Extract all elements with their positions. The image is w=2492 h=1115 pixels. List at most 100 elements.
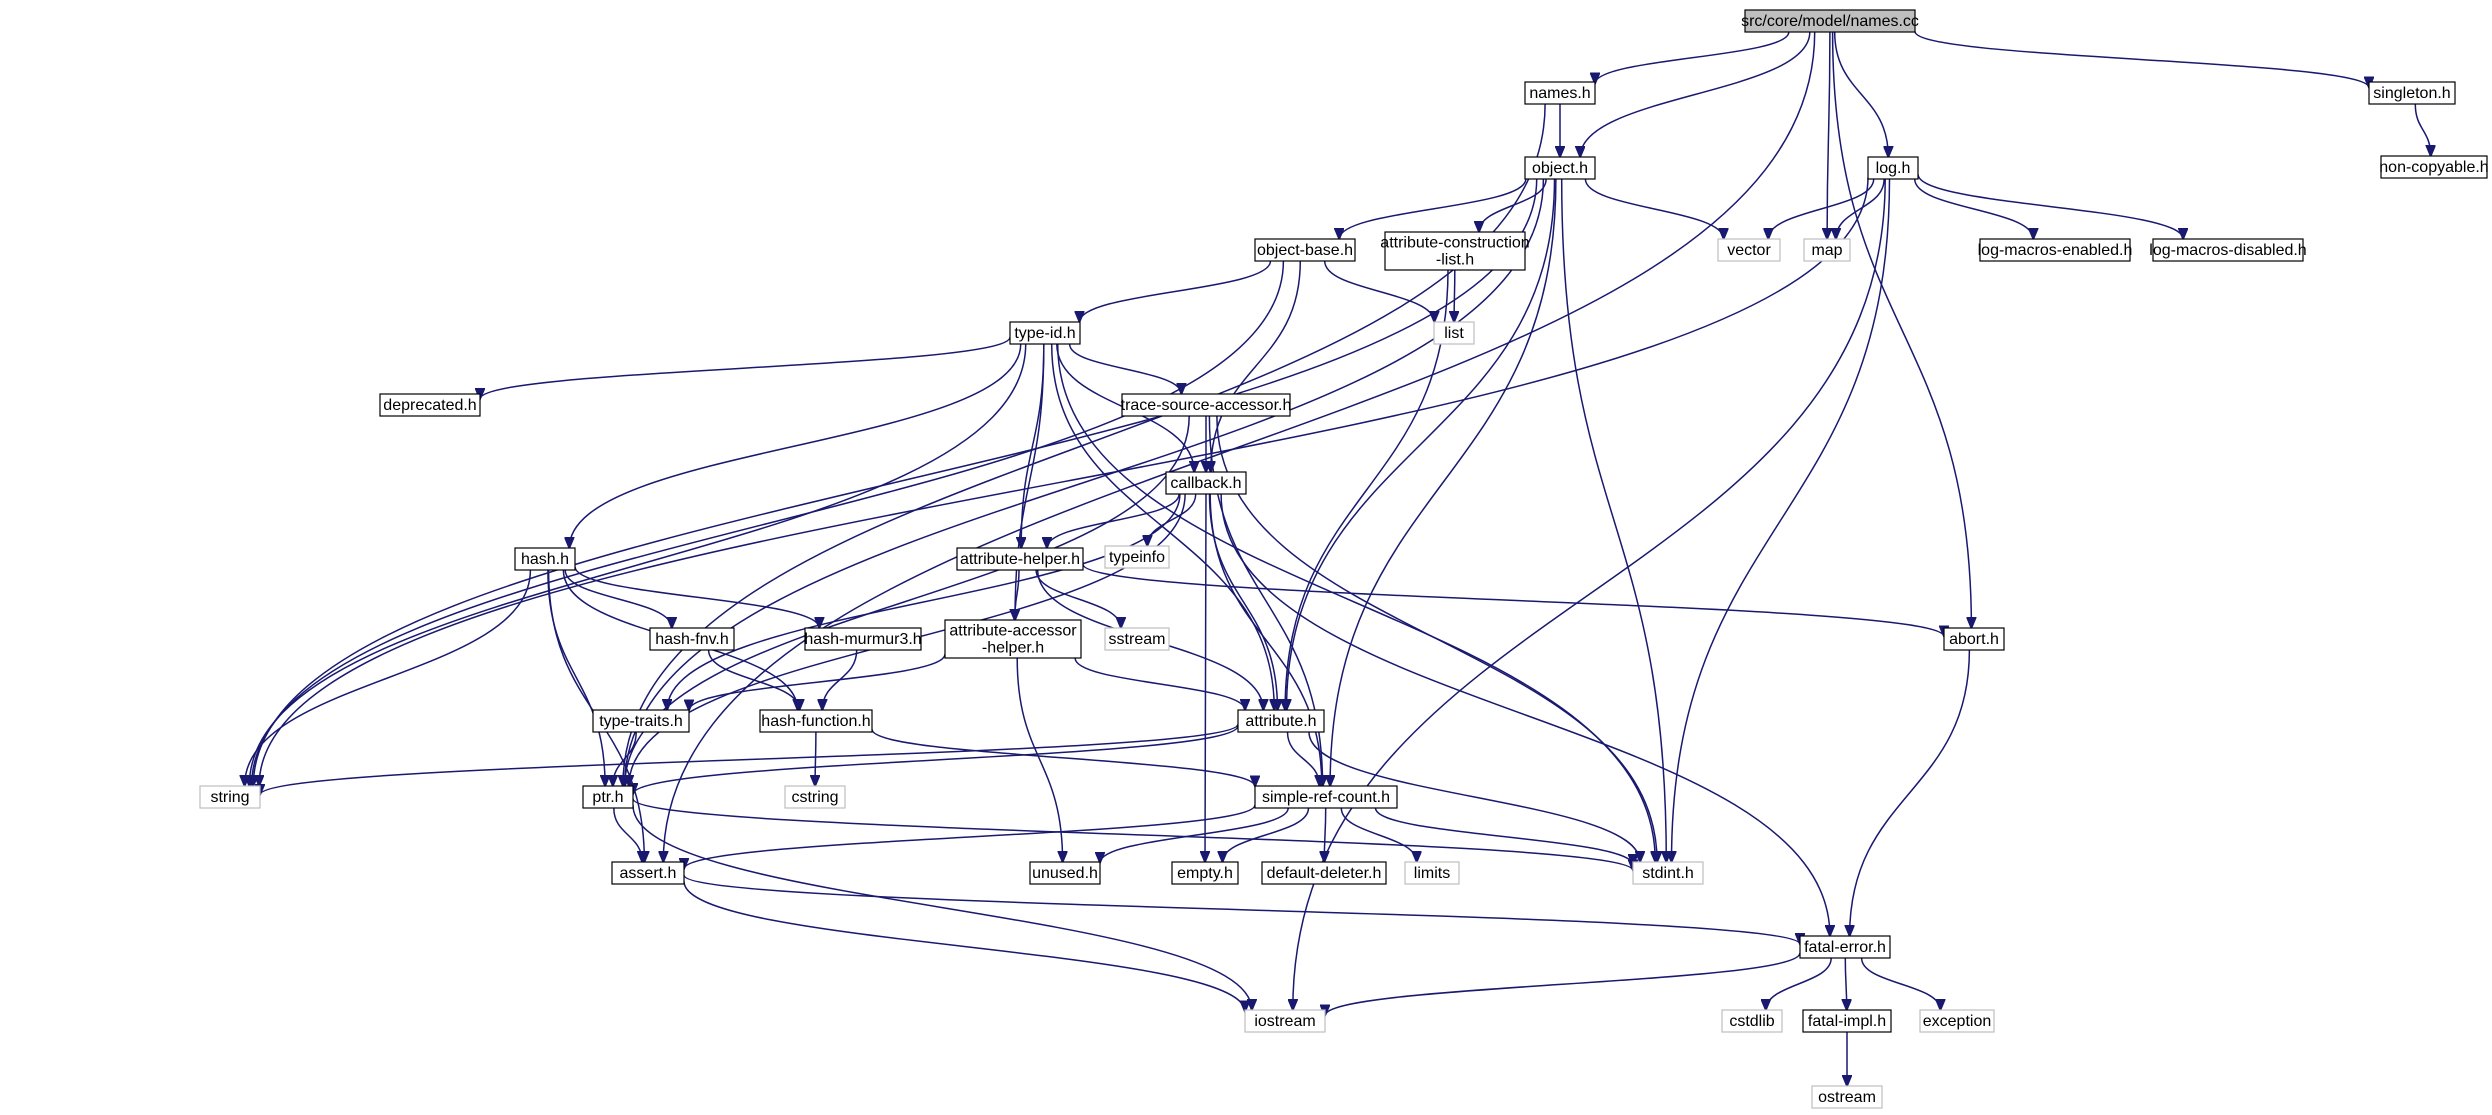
node-box (379, 393, 481, 417)
node-fatal-error-h[interactable]: fatal-error.h (1799, 935, 1891, 959)
node-box (1104, 627, 1170, 651)
node-hash-murmur3-h[interactable]: hash-murmur3.h (804, 627, 922, 651)
edge-line (1845, 957, 1846, 1010)
node-box (1524, 156, 1596, 180)
edge-line (1768, 178, 1875, 239)
edge-line (684, 804, 1256, 869)
node-non-copyable-h[interactable]: non-copyable.h (2379, 155, 2489, 179)
node-label: hash-function.h (761, 713, 870, 730)
node-log-macros-enabled-h[interactable]: log-macros-enabled.h (1978, 238, 2133, 262)
edge-log_h-to-log_macros_enabled_h (1913, 178, 2034, 239)
node-label: callback.h (1170, 475, 1241, 492)
edge-abort_h-to-fatal_error_h (1850, 649, 1971, 936)
edge-line (1286, 731, 1320, 786)
node-label: hash.h (521, 551, 569, 568)
node-box (1867, 156, 1919, 180)
edge-names_cc-to-map (1827, 31, 1830, 239)
node-label: vector (1727, 242, 1771, 259)
node-box (1919, 1009, 1995, 1033)
edge-line (259, 177, 1869, 787)
node-label: cstdlib (1729, 1013, 1774, 1030)
node-hash-h[interactable]: hash.h (514, 547, 576, 571)
edge-line (480, 336, 1011, 399)
node-label: cstring (791, 789, 838, 806)
node-type-id-h[interactable]: type-id.h (1009, 321, 1081, 345)
edge-ptr_h-to-stdint_h (632, 798, 1633, 871)
node-box (649, 627, 735, 651)
edge-attribute_construction_list_h-to-list (1454, 269, 1455, 322)
edge-fatal_error_h-to-fatal_impl_h (1845, 957, 1846, 1010)
node-ptr-h[interactable]: ptr.h (582, 785, 634, 809)
node-sstream: sstream (1104, 627, 1170, 651)
node-box (944, 619, 1082, 659)
node-callback-h[interactable]: callback.h (1165, 471, 1247, 495)
node-box (1009, 321, 1081, 345)
edge-line (633, 725, 1239, 794)
edge-attribute_h-to-ptr_h (633, 725, 1239, 794)
node-fatal-impl-h[interactable]: fatal-impl.h (1802, 1009, 1892, 1033)
node-log-h[interactable]: log.h (1867, 156, 1919, 180)
edge-line (683, 881, 1245, 1011)
node-deprecated-h[interactable]: deprecated.h (379, 393, 481, 417)
edge-line (1015, 569, 1020, 620)
edge-line (1914, 31, 2369, 88)
node-attribute-helper-h[interactable]: attribute-helper.h (956, 547, 1084, 571)
edge-line (1220, 493, 1830, 936)
node-simple-ref-count-h[interactable]: simple-ref-count.h (1254, 785, 1398, 809)
edge-names_cc-to-names_h (1595, 31, 1790, 84)
node-hash-fnv-h[interactable]: hash-fnv.h (649, 627, 735, 651)
node-trace-source-accessor-h[interactable]: trace-source-accessor.h (1121, 393, 1292, 417)
node-label: hash-murmur3.h (804, 631, 921, 648)
edge-line (1325, 952, 1801, 1016)
edge-line (1860, 957, 1941, 1010)
edge-attribute_h-to-simple_ref_count_h (1286, 731, 1320, 786)
node-hash-function-h[interactable]: hash-function.h (759, 709, 873, 733)
node-assert-h[interactable]: assert.h (611, 861, 685, 885)
node-log-macros-disabled-h[interactable]: log-macros-disabled.h (2149, 238, 2307, 262)
edge-line (1068, 343, 1182, 394)
node-abort-h[interactable]: abort.h (1943, 627, 2005, 651)
node-box (1979, 238, 2131, 262)
edge-callback_h-to-type_traits_h (667, 493, 1181, 710)
node-map: map (1803, 238, 1851, 262)
edge-object_h-to-attribute_h (1287, 178, 1556, 710)
edge-simple_ref_count_h-to-assert_h (684, 804, 1256, 869)
node-type-traits-h[interactable]: type-traits.h (592, 709, 690, 733)
node-label: attribute-construction (1380, 235, 1529, 252)
node-label: unused.h (1032, 865, 1098, 882)
edge-line (815, 731, 816, 786)
node-empty-h[interactable]: empty.h (1171, 861, 1239, 885)
edge-line (1917, 173, 2183, 239)
edge-object_h-to-simple_ref_count_h (1330, 178, 1557, 786)
edge-line (1016, 657, 1062, 862)
edge-object_h-to-vector (1584, 178, 1723, 239)
node-attribute-construction-list-h[interactable]: attribute-construction-list.h (1380, 231, 1530, 271)
node-box (784, 785, 846, 809)
node-attribute-accessor-helper-h[interactable]: attribute-accessor-helper.h (944, 619, 1082, 659)
node-default-deleter-h[interactable]: default-deleter.h (1261, 861, 1387, 885)
node-box (956, 547, 1084, 571)
edge-line (871, 728, 1255, 786)
node-attribute-h[interactable]: attribute.h (1237, 709, 1325, 733)
edge-line (1211, 260, 1302, 472)
edge-attribute_h-to-stdint_h (1308, 731, 1640, 862)
edge-line (1323, 260, 1435, 322)
node-unused-h[interactable]: unused.h (1029, 861, 1101, 885)
edge-line (569, 343, 1022, 548)
edge-line (1082, 563, 1944, 636)
node-object-base-h[interactable]: object-base.h (1254, 238, 1356, 262)
node-label: limits (1414, 865, 1450, 882)
edge-object_base_h-to-string (252, 260, 1285, 786)
node-box (1433, 321, 1475, 345)
node-names-h[interactable]: names.h (1524, 81, 1596, 105)
node-label: attribute-accessor (949, 623, 1077, 640)
node-iostream: iostream (1244, 1009, 1326, 1033)
edge-attribute_accessor_helper_h-to-unused_h (1016, 657, 1062, 862)
node-box (1029, 861, 1101, 885)
edge-line (574, 566, 819, 629)
node-object-h[interactable]: object.h (1524, 156, 1596, 180)
node-box (514, 547, 576, 571)
edge-names_cc-to-assert_h (663, 31, 1816, 862)
node-singleton-h[interactable]: singleton.h (2368, 81, 2456, 105)
